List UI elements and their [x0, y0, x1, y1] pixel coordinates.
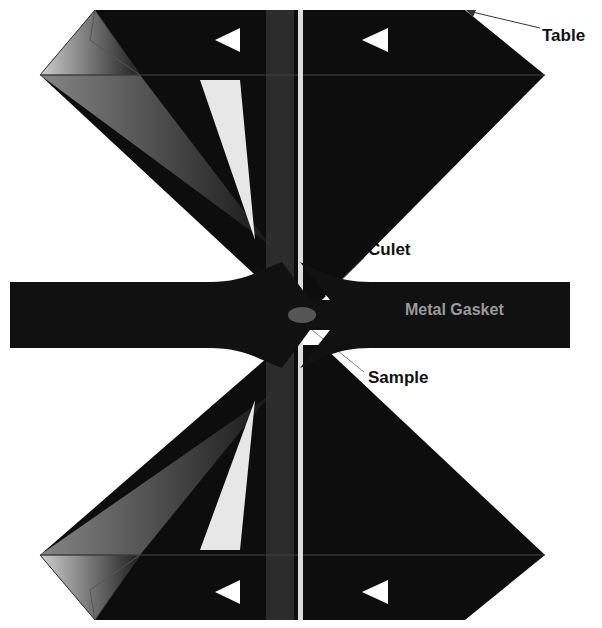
facet-highlight: [362, 580, 388, 604]
gasket-label: Metal Gasket: [405, 301, 504, 319]
facet-highlight: [200, 80, 255, 240]
facet: [40, 10, 140, 75]
leader-arrowhead: [466, 10, 476, 17]
facet: [40, 395, 270, 555]
metal-gasket: Metal Gasket: [10, 262, 570, 368]
facet-line: [40, 555, 140, 620]
facet-line: [40, 10, 140, 75]
leader-line: [468, 11, 540, 28]
facet-line: [90, 10, 140, 75]
gasket-body: [10, 262, 570, 368]
facet-highlight: [362, 28, 388, 52]
facet: [40, 555, 140, 620]
facet-line: [90, 555, 140, 620]
part-label: Table: [542, 26, 585, 46]
part-label: Sample: [368, 368, 428, 388]
sample-chamber: [288, 307, 316, 323]
facet-highlight: [215, 580, 240, 604]
part-label: Culet: [368, 240, 411, 260]
facet-highlight: [215, 28, 240, 52]
facet-highlight: [200, 400, 255, 550]
facet: [40, 75, 270, 245]
